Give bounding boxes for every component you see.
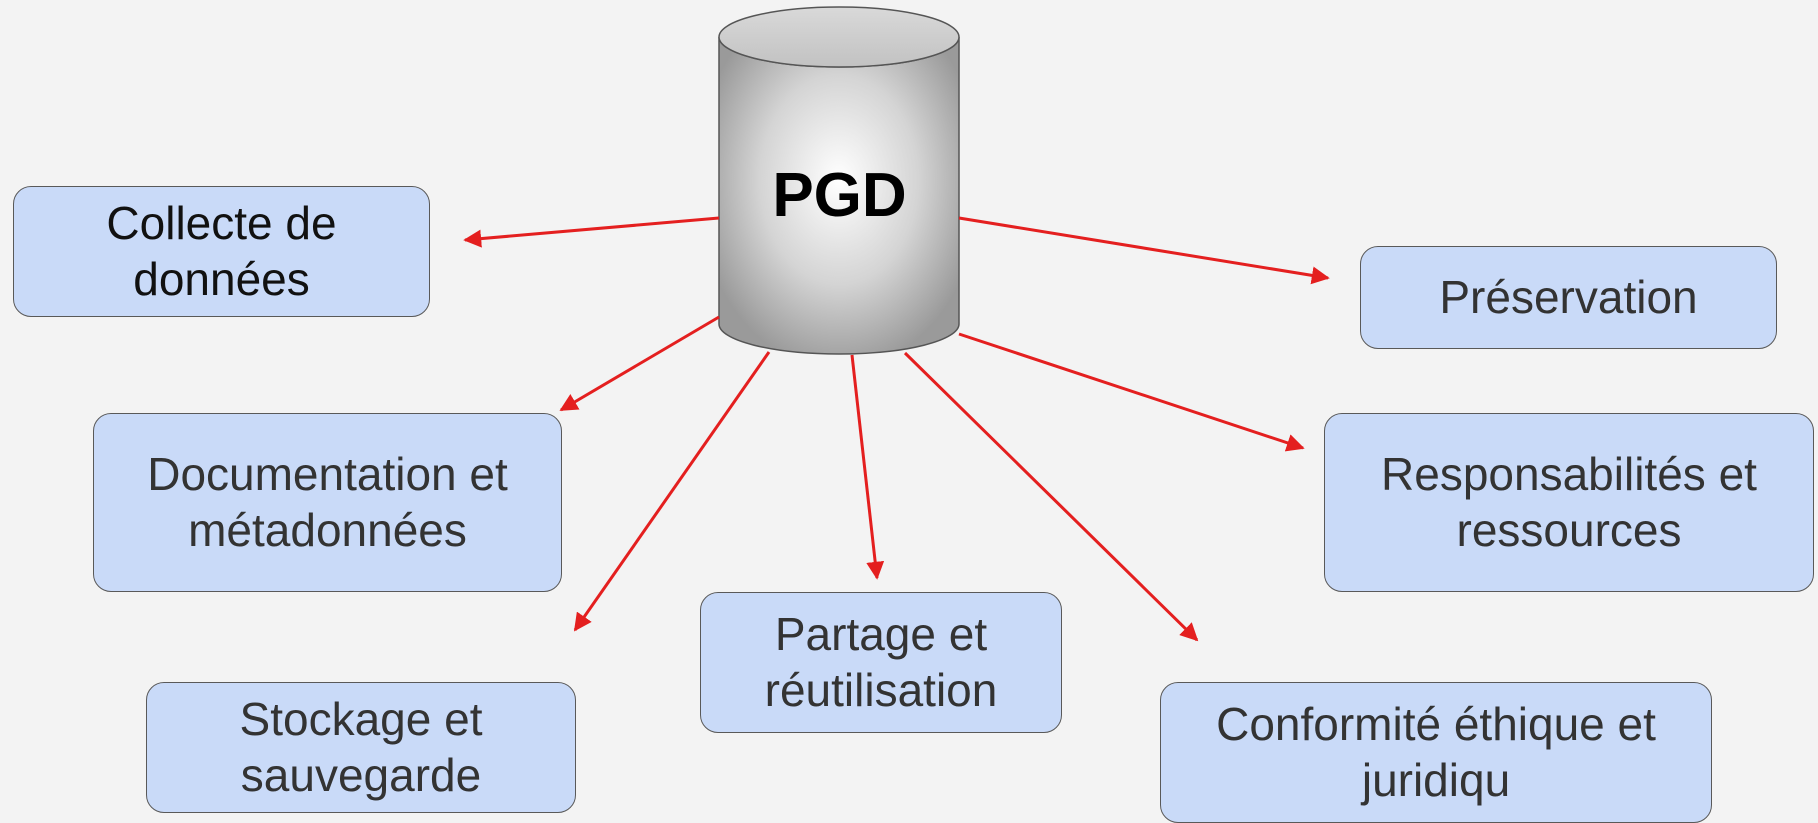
node-partage-et-reutilisation: Partage et réutilisation	[700, 592, 1062, 733]
arrow-to-partage	[850, 354, 885, 580]
node-stockage-et-sauvegarde: Stockage et sauvegarde	[146, 682, 576, 813]
node-label: Responsabilités et ressources	[1381, 448, 1757, 556]
hub-label: PGD	[772, 161, 907, 230]
node-label: Stockage et sauvegarde	[239, 693, 483, 801]
arrow-to-conformite	[903, 351, 1199, 642]
arrow-to-stockage	[573, 351, 771, 632]
arrow-to-responsabilites	[958, 332, 1305, 452]
node-collecte-de-donnees: Collecte de données	[13, 186, 430, 317]
arrow-to-preservation	[958, 216, 1330, 285]
node-label: Partage et réutilisation	[764, 608, 998, 716]
node-label: Conformité éthique et juridiqu	[1216, 698, 1656, 806]
database-cylinder-icon	[718, 6, 960, 355]
node-label: Documentation et métadonnées	[147, 448, 508, 556]
node-preservation: Préservation	[1360, 246, 1777, 349]
arrow-to-collecte	[463, 216, 720, 248]
node-label: Préservation	[1439, 270, 1698, 323]
node-documentation-et-metadonnees: Documentation et métadonnées	[93, 413, 562, 592]
node-responsabilites-et-ressources: Responsabilités et ressources	[1324, 413, 1814, 592]
arrow-to-documentation	[559, 315, 720, 412]
node-conformite-ethique-et-juridique: Conformité éthique et juridiqu	[1160, 682, 1712, 823]
node-label: Collecte de données	[106, 197, 337, 305]
